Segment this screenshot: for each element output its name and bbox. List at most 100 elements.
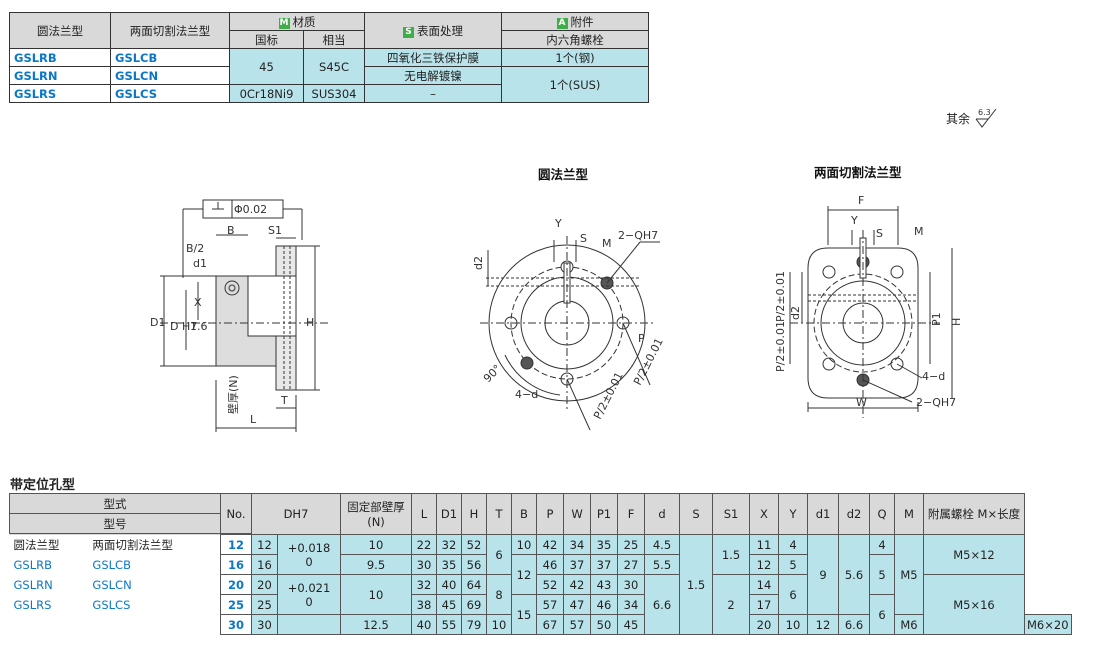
- d1-value: 40: [436, 574, 462, 595]
- h-value: 52: [461, 534, 487, 555]
- dh7-value: 25: [251, 594, 278, 615]
- model-cut: GSLCS: [110, 84, 230, 103]
- surface-cell: 四氧化三铁保护膜: [364, 48, 502, 67]
- spec-table: 型式 No. DH7 固定部壁厚(N) L D1 H T B P W P1 F …: [9, 493, 1072, 635]
- d1s-value: 12: [807, 614, 839, 635]
- q-value: 6: [869, 594, 895, 635]
- header-col: P: [536, 493, 564, 535]
- model-cut: GSLCN: [110, 66, 230, 85]
- model-cut: GSLCB: [92, 557, 131, 572]
- header-cut: 两面切割法兰型: [110, 12, 230, 49]
- h-value: 64: [461, 574, 487, 595]
- x-value: 12: [749, 554, 779, 575]
- accessory-cell: 1个(SUS): [501, 66, 649, 103]
- cut-p2b-label: P/2±0.01: [774, 321, 787, 372]
- cut-m-label: M: [914, 225, 924, 238]
- model-round: GSLRN: [9, 66, 111, 85]
- header-col: d2: [838, 493, 870, 535]
- wall-value: 9.5: [340, 554, 412, 575]
- b-value: 12: [511, 554, 537, 595]
- header-dh7: DH7: [251, 493, 341, 535]
- cut-s-label: S: [876, 227, 883, 240]
- cut-w-label: W: [856, 396, 867, 409]
- round-angle-label: 90°: [481, 362, 504, 385]
- wall-label: 壁厚(N): [226, 375, 240, 414]
- b-value: 15: [511, 594, 537, 635]
- l-value: 40: [411, 614, 437, 635]
- header-col: S1: [712, 493, 750, 535]
- f-value: 27: [617, 554, 645, 575]
- d-value: 5.5: [644, 554, 680, 575]
- p-value: 42: [536, 534, 564, 555]
- type-round: 圆法兰型: [13, 537, 60, 552]
- header-round: 圆法兰型: [9, 12, 111, 49]
- accessory-cell: 1个(钢): [501, 48, 649, 67]
- p1-value: 46: [590, 594, 618, 615]
- header-equiv: 相当: [303, 30, 365, 49]
- header-col: B: [511, 493, 537, 535]
- dh7-label: D H7: [170, 320, 197, 333]
- header-col: F: [617, 493, 645, 535]
- f-value: 30: [617, 574, 645, 595]
- b-value: 10: [511, 534, 537, 555]
- h-label: H: [306, 316, 314, 329]
- size-no: 20: [220, 574, 252, 595]
- national-cell: 0Cr18Ni9: [229, 84, 304, 103]
- l-value: 32: [411, 574, 437, 595]
- surface-tag-icon: S: [403, 26, 414, 38]
- d1s-value: 9: [807, 534, 839, 615]
- cut-flange-drawing: [789, 206, 953, 418]
- model-round: GSLRS: [13, 597, 52, 612]
- dh7-value: 30: [251, 614, 278, 635]
- x-label: X: [194, 296, 202, 309]
- size-no: 25: [220, 594, 252, 615]
- equiv-cell: S45C: [303, 48, 365, 85]
- m-value: M5: [894, 534, 924, 615]
- surface-cell: 无电解镀镍: [364, 66, 502, 85]
- l-value: 30: [411, 554, 437, 575]
- side-view-drawing: [160, 199, 330, 432]
- cut-q-label: 2−QH7: [916, 396, 956, 409]
- h-value: 56: [461, 554, 487, 575]
- m-value: M6: [894, 614, 924, 635]
- t-label: T: [280, 394, 288, 407]
- size-no: 12: [220, 534, 252, 555]
- header-type: 型式: [9, 493, 221, 514]
- header-col: W: [563, 493, 591, 535]
- header-bolt: 附属螺栓 M×长度: [923, 493, 1025, 535]
- cut-4d-label: 4−d: [922, 370, 945, 383]
- l-value: 38: [411, 594, 437, 615]
- cut-p1-label: P1: [930, 312, 943, 326]
- header-col: D1: [436, 493, 462, 535]
- p-value: 57: [536, 594, 564, 615]
- bolt-value: M5×12: [923, 534, 1025, 575]
- cut-p2a-label: P/2±0.01: [774, 271, 787, 322]
- p-value: 46: [536, 554, 564, 575]
- s1-label: S1: [268, 224, 282, 237]
- y-value: 5: [778, 554, 808, 575]
- d1-value: 35: [436, 554, 462, 575]
- header-col: M: [894, 493, 924, 535]
- f-value: 25: [617, 534, 645, 555]
- model-round: GSLRN: [13, 577, 53, 592]
- header-wall: 固定部壁厚(N): [340, 493, 412, 535]
- d1-big-label: D1: [150, 316, 165, 329]
- s1-value: 1.5: [712, 534, 750, 575]
- d1-value: 45: [436, 594, 462, 615]
- bolt-value: M6×20: [1024, 614, 1072, 635]
- x-value: 14: [749, 574, 779, 595]
- x-value: 11: [749, 534, 779, 555]
- equiv-cell: SUS304: [303, 84, 365, 103]
- wall-value: 10: [340, 574, 412, 615]
- header-national: 国标: [229, 30, 304, 49]
- roughness-symbol-icon: 6.3: [975, 108, 997, 128]
- l-value: 22: [411, 534, 437, 555]
- round-flange-drawing: [480, 236, 660, 431]
- d1-label: d1: [193, 257, 207, 270]
- header-col: d1: [807, 493, 839, 535]
- round-d2-label: d2: [472, 256, 485, 270]
